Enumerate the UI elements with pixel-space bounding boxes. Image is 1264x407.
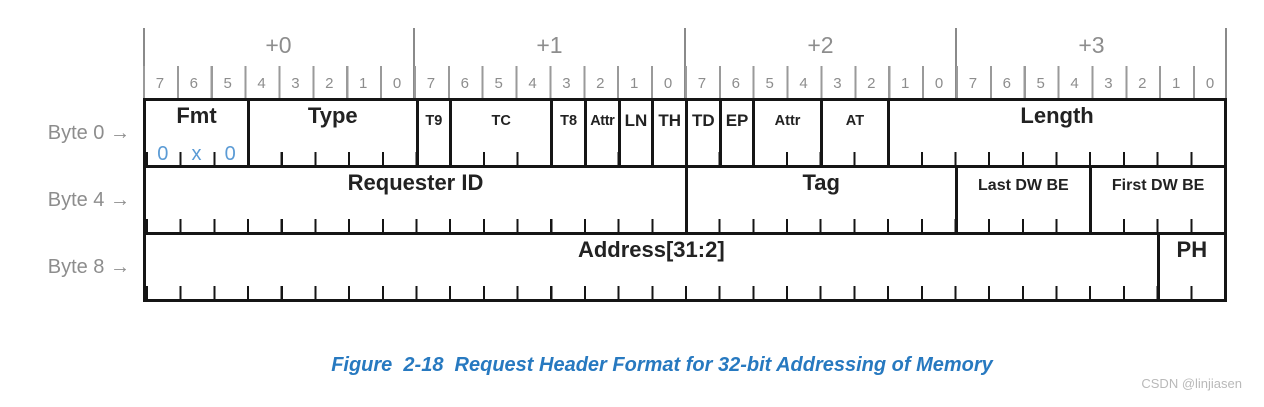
field-tag: Tag	[685, 168, 955, 232]
bit-number: 6	[189, 75, 198, 92]
bit-number: 4	[257, 75, 266, 92]
field-t9: T9	[415, 101, 450, 165]
field-label: T8	[560, 113, 578, 129]
bit-number: 2	[325, 75, 334, 92]
field-at: AT	[819, 101, 887, 165]
byte-boundary-line	[1225, 28, 1227, 98]
bit-number: 0	[392, 75, 402, 92]
field-ep: EP	[718, 101, 753, 165]
field-label: LN	[624, 111, 648, 130]
bit-number: 5	[223, 75, 232, 92]
bit-number: 6	[460, 75, 469, 92]
figure-caption: Figure 2-18 Request Header Format for 32…	[331, 354, 993, 376]
bit-number: 6	[731, 75, 740, 92]
bit-number-ruler: 7 6 5 4 3 2 1 0 7 6 5 4 3 2 1 0 7 6 5 4 …	[143, 66, 1227, 98]
field-label: Address[31:2]	[577, 237, 725, 262]
field-requester-id: Requester ID	[146, 168, 685, 232]
field-label: PH	[1176, 237, 1208, 262]
field-label: Type	[307, 103, 358, 128]
bit-number: 5	[765, 75, 774, 92]
bit-number: 3	[1104, 75, 1113, 92]
field-label: Last DW BE	[978, 177, 1069, 194]
bit-number: 2	[1138, 75, 1147, 92]
bit-number: 7	[697, 75, 707, 92]
byte8-row: Address[31:2] PH	[146, 232, 1224, 299]
field-label: Requester ID	[347, 170, 484, 195]
bit-number: 3	[562, 75, 571, 92]
field-label: EP	[725, 111, 749, 130]
bit-number: 7	[426, 75, 436, 92]
field-label: TH	[658, 111, 681, 130]
bit-number: 7	[968, 75, 978, 92]
bit-number: 6	[1002, 75, 1011, 92]
bit-number: 1	[1172, 75, 1181, 92]
bit-number: 0	[663, 75, 673, 92]
bit-number: 3	[291, 75, 300, 92]
field-attr-bit2: Attr	[583, 101, 618, 165]
byte-group-labels: +0 +1 +2 +3	[143, 28, 1227, 62]
bit-number: 2	[867, 75, 876, 92]
field-label: Attr	[774, 113, 801, 129]
field-address: Address[31:2]	[146, 235, 1157, 299]
field-attr: Attr	[752, 101, 819, 165]
bit-number: 0	[1205, 75, 1215, 92]
field-th: TH	[651, 101, 685, 165]
byte-group-label: +2	[807, 32, 834, 58]
bit-number: 4	[1070, 75, 1079, 92]
field-label: AT	[845, 113, 865, 129]
bit-number: 5	[1036, 75, 1045, 92]
field-label: Length	[1020, 103, 1094, 128]
byte-boundary-line	[955, 28, 957, 98]
field-ln: LN	[617, 101, 652, 165]
byte-group-label: +0	[265, 32, 292, 58]
bit-number: 4	[799, 75, 808, 92]
field-label: TD	[692, 111, 715, 130]
field-last-dw-be: Last DW BE	[954, 168, 1090, 232]
bit-number: 0	[934, 75, 944, 92]
field-first-dw-be: First DW BE	[1089, 168, 1224, 232]
byte-boundary-line	[413, 28, 415, 98]
byte4-row: Requester ID Tag Last DW BE First DW BE	[146, 165, 1224, 232]
field-td: TD	[685, 101, 719, 165]
field-length: Length	[887, 101, 1224, 165]
byte8-row-label: Byte 8 →	[47, 256, 130, 278]
field-label: T9	[425, 113, 443, 129]
field-label: Attr	[590, 113, 615, 129]
bit-number: 1	[901, 75, 910, 92]
bit-number: 1	[630, 75, 639, 92]
byte0-row-label: Byte 0 →	[47, 122, 130, 144]
bit-number: 3	[833, 75, 842, 92]
byte-boundary-line	[143, 28, 145, 98]
bit-number: 2	[596, 75, 605, 92]
field-ph: PH	[1156, 235, 1224, 299]
bit-scale: +0 +1 +2 +3 7 6 5 4 3 2 1 0 7 6 5 4 3 2 …	[143, 28, 1227, 98]
bit-number: 4	[528, 75, 537, 92]
byte-group-label: +3	[1078, 32, 1105, 58]
field-type: Type	[247, 101, 415, 165]
field-label: First DW BE	[1111, 177, 1205, 194]
field-t8: T8	[550, 101, 584, 165]
field-label: Tag	[802, 170, 840, 195]
byte-boundary-line	[684, 28, 686, 98]
field-label: Fmt	[176, 103, 217, 128]
bit-number: 1	[359, 75, 368, 92]
field-label: TC	[491, 113, 511, 129]
byte4-row-label: Byte 4 →	[47, 189, 130, 211]
field-tc: TC	[449, 101, 550, 165]
csdn-watermark: CSDN @linjiasen	[1141, 376, 1242, 391]
byte-group-label: +1	[536, 32, 563, 58]
bit-number: 5	[494, 75, 503, 92]
bit-number: 7	[155, 75, 165, 92]
